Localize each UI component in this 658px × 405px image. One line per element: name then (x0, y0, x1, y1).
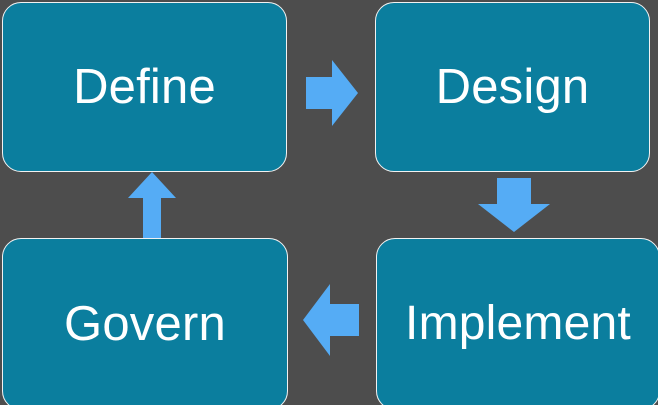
stage-label-implement: Implement (405, 297, 631, 350)
stage-box-govern[interactable]: Govern (2, 238, 288, 405)
stage-box-implement[interactable]: Implement (376, 238, 658, 405)
stage-box-design[interactable]: Design (375, 2, 650, 172)
arrow-left-icon (303, 284, 359, 356)
stage-box-define[interactable]: Define (2, 2, 287, 172)
stage-label-define: Define (73, 59, 216, 114)
arrow-up-icon (128, 172, 176, 238)
stage-label-design: Design (435, 59, 590, 114)
arrow-down-icon (478, 178, 550, 232)
arrow-right-icon (306, 60, 358, 126)
stage-label-govern: Govern (64, 296, 226, 351)
